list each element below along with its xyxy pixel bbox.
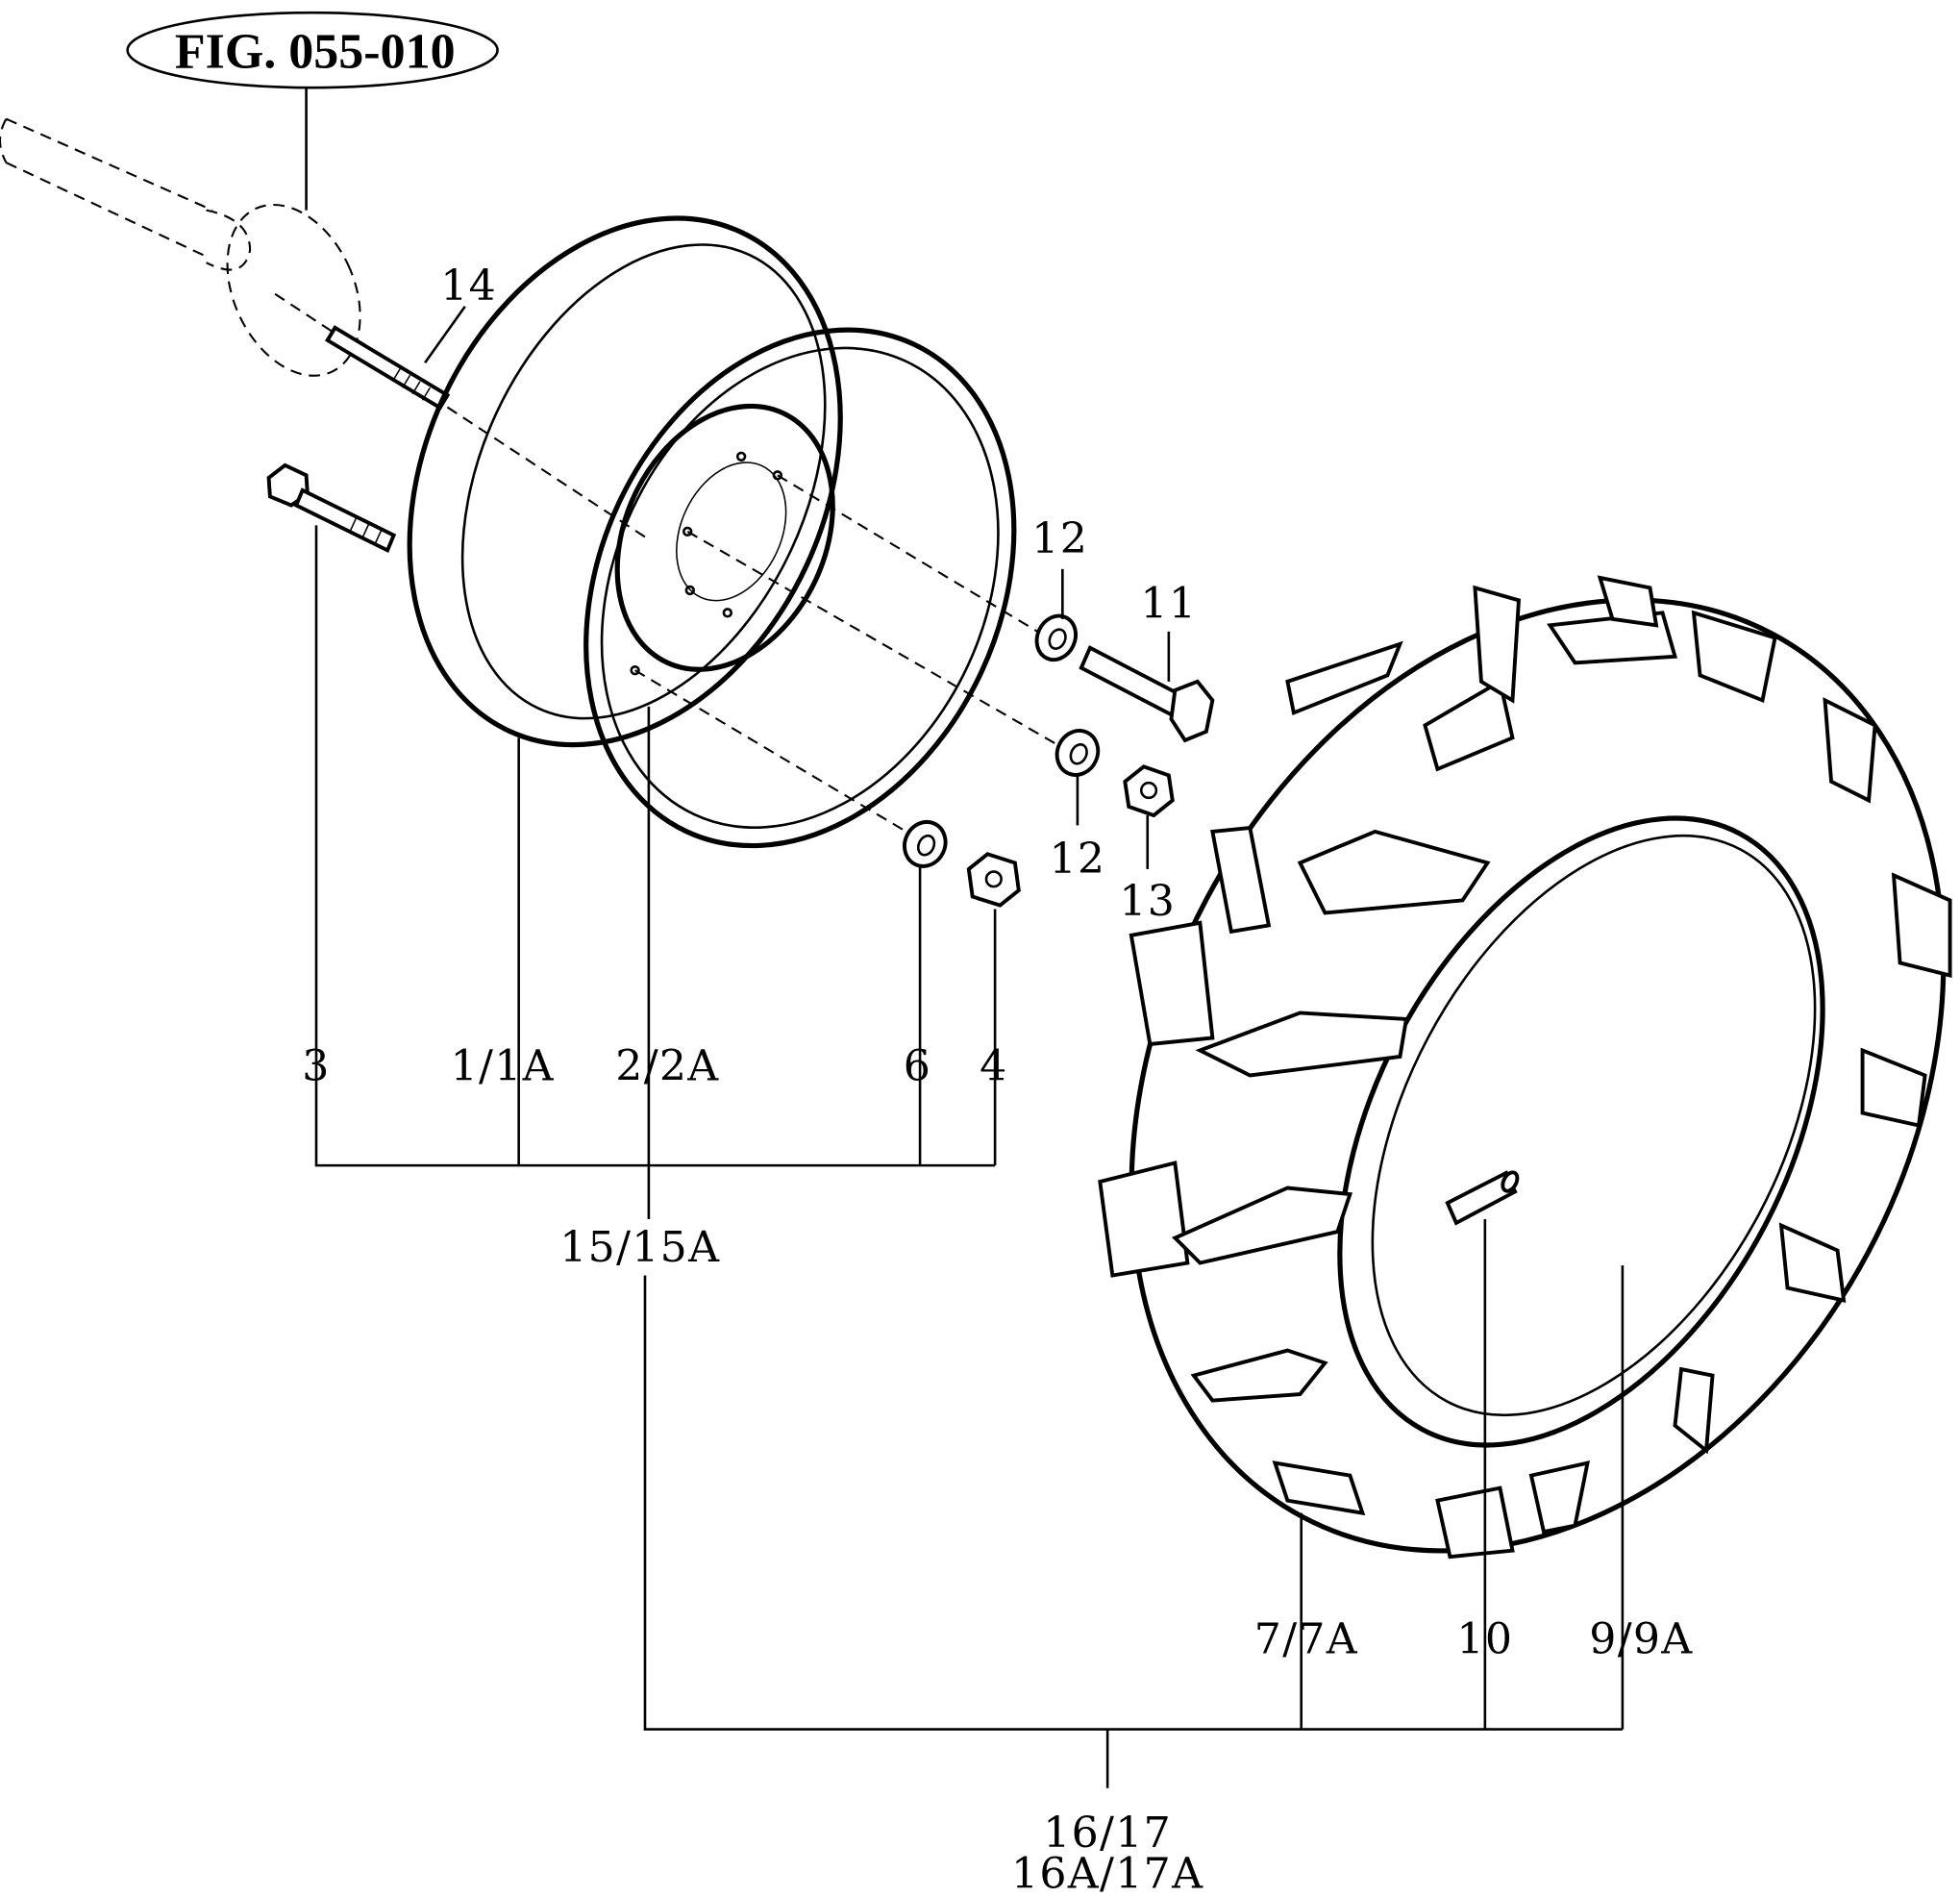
leader-lines (314, 525, 1625, 1788)
callout-6: 6 (904, 1042, 931, 1091)
callout-12-lower: 12 (1050, 835, 1106, 884)
figure-reference-label: FIG. 055-010 (175, 24, 456, 79)
callout-1-1a: 1/1A (451, 1042, 555, 1091)
lock-washer-middle[interactable] (1050, 724, 1104, 782)
valve-stem[interactable] (1445, 1170, 1521, 1226)
callout-16a-17a: 16A/17A (1011, 1850, 1203, 1897)
lock-washer-lower[interactable] (898, 815, 953, 873)
wheel-rim[interactable] (328, 148, 1095, 916)
wheel-bolt[interactable] (266, 462, 397, 553)
callout-11: 11 (1140, 580, 1197, 629)
callout-labels: 14 12 11 12 13 3 1/1A 2/2A 6 4 15/15A 7/… (302, 262, 1693, 1897)
callout-7-7a: 7/7A (1254, 1614, 1358, 1663)
callout-2-2a: 2/2A (615, 1042, 719, 1091)
nut-4[interactable] (966, 852, 1021, 908)
callout-16-17: 16/17 (1043, 1809, 1172, 1858)
callout-15-15a: 15/15A (559, 1223, 720, 1272)
callout-9-9a: 9/9A (1589, 1614, 1693, 1663)
axle-shaft-phantom (0, 117, 651, 541)
bolt-11[interactable] (1079, 645, 1215, 743)
callout-3: 3 (302, 1042, 330, 1091)
callout-10: 10 (1456, 1614, 1513, 1663)
figure-reference[interactable]: FIG. 055-010 (126, 11, 499, 89)
callout-14: 14 (440, 262, 497, 311)
tire[interactable] (972, 458, 1960, 1693)
callout-13: 13 (1119, 877, 1176, 926)
lock-washer-upper[interactable] (1030, 610, 1082, 666)
wheel-stud[interactable] (325, 325, 451, 411)
nut-13[interactable] (1123, 764, 1175, 818)
callout-4: 4 (980, 1042, 1007, 1091)
callout-12-upper: 12 (1031, 514, 1088, 563)
